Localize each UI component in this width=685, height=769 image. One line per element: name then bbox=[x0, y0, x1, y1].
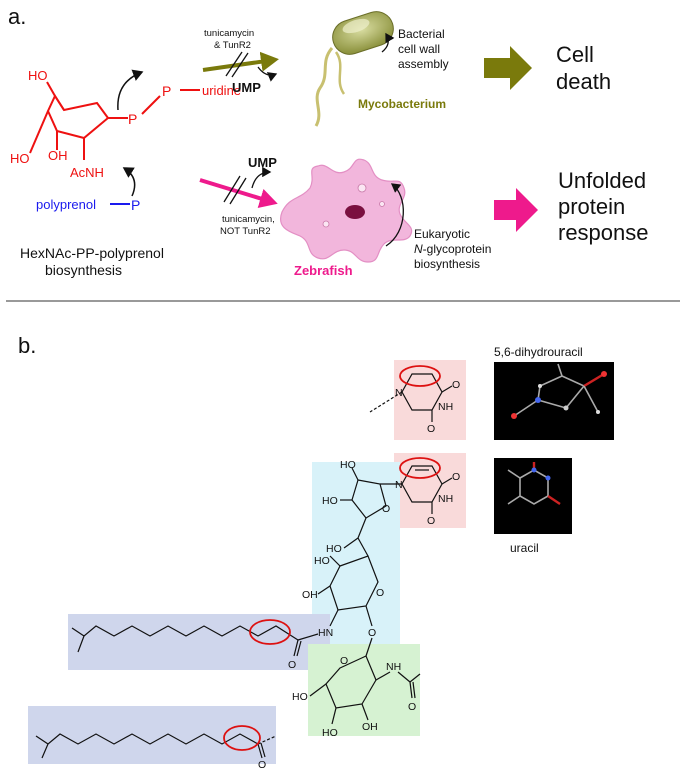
phosphate-2-label: P bbox=[162, 83, 171, 99]
dihydrouracil-model bbox=[494, 362, 614, 440]
atom-hn-1: HN bbox=[318, 627, 333, 639]
ho-top-label: HO bbox=[28, 68, 48, 83]
bottom-ump-label: UMP bbox=[248, 155, 277, 170]
bottom-outcome-line-1: Unfolded bbox=[558, 168, 646, 193]
phosphate-3-label: P bbox=[131, 197, 140, 213]
tunicamycin-structure bbox=[35, 373, 453, 759]
top-reagent-line-1: tunicamycin bbox=[204, 28, 254, 39]
mycobacterium-label: Mycobacterium bbox=[358, 97, 446, 111]
bottom-outcome-line-3: response bbox=[558, 220, 649, 245]
top-ump-label: UMP bbox=[232, 80, 261, 95]
top-process-line-3: assembly bbox=[398, 57, 449, 71]
atom-oh-1: OH bbox=[302, 589, 318, 601]
top-pathway: tunicamycin & TunR2 UMP Mycobacterium Ba… bbox=[202, 11, 611, 127]
atom-ho-1: HO bbox=[340, 459, 356, 471]
difference-ovals bbox=[223, 365, 441, 751]
bottom-pathway: UMP tunicamycin, NOT TunR2 Zebrafish Euk… bbox=[199, 155, 649, 278]
caption-line-2: biosynthesis bbox=[45, 262, 122, 278]
oh-label: OH bbox=[48, 148, 68, 163]
atom-ho-6: HO bbox=[322, 727, 338, 739]
atom-labels: O NH O N O NH O N HO HO O HO HO OH O HN … bbox=[258, 379, 460, 769]
ho-left-label: HO bbox=[10, 151, 30, 166]
acnh-label: AcNH bbox=[70, 165, 104, 180]
dihydrouracil-model-bonds bbox=[513, 363, 605, 417]
top-outcome-arrow bbox=[484, 46, 532, 90]
bottom-reagent-line-2: NOT TunR2 bbox=[220, 226, 271, 237]
uridine-label: uridine bbox=[202, 83, 241, 98]
bottom-reagent-line-1: tunicamycin, bbox=[222, 214, 275, 225]
polyprenol-label: polyprenol bbox=[36, 197, 96, 212]
atom-nh-1: NH bbox=[438, 401, 453, 413]
atom-o-3: O bbox=[452, 471, 460, 483]
lipid-chain-top-highlight bbox=[68, 614, 330, 670]
hexnac-sugar-structure: HO OH HO AcNH P P uridine polyprenol P bbox=[10, 68, 241, 213]
bottom-inhibited-arrow bbox=[199, 178, 278, 209]
atom-oh-2: OH bbox=[362, 721, 378, 733]
top-outcome-line-2: death bbox=[556, 69, 611, 94]
atom-ho-2: HO bbox=[322, 495, 338, 507]
bottom-process-line-1: Eukaryotic bbox=[414, 227, 470, 241]
n-italic: N bbox=[414, 242, 423, 256]
caption-line-1: HexNAc-PP-polyprenol bbox=[20, 245, 164, 261]
top-process-line-1: Bacterial bbox=[398, 27, 445, 41]
glycoprotein-text: -glycoprotein bbox=[423, 242, 492, 256]
atom-o-pyranose: O bbox=[376, 587, 384, 599]
zebrafish-cell-icon bbox=[280, 158, 413, 263]
lipid-chain-bottom-highlight bbox=[28, 706, 276, 764]
atom-o-acetyl: O bbox=[408, 701, 416, 713]
arrow-upper-curve bbox=[117, 69, 144, 111]
atom-ho-3: HO bbox=[326, 543, 342, 555]
atom-o-2: O bbox=[427, 423, 435, 435]
panel-a-label: a. bbox=[8, 4, 26, 29]
atom-o-ribose: O bbox=[382, 503, 390, 515]
cell-nucleus bbox=[345, 205, 365, 219]
top-process-line-2: cell wall bbox=[398, 42, 440, 56]
atom-o-4: O bbox=[427, 515, 435, 527]
atom-o-amide-1: O bbox=[288, 659, 296, 671]
sugar-ring bbox=[46, 93, 110, 140]
atom-n-1: N bbox=[395, 387, 403, 399]
atom-nh-3: NH bbox=[386, 661, 401, 673]
bottom-process-line-2: N-glycoprotein bbox=[414, 242, 491, 256]
atom-o-amide-2: O bbox=[258, 759, 266, 769]
atom-o-link: O bbox=[368, 627, 376, 639]
atom-n-2: N bbox=[395, 479, 403, 491]
bottom-process-line-3: biosynthesis bbox=[414, 257, 480, 271]
bottom-outcome-line-2: protein bbox=[558, 194, 625, 219]
bacterium-icon bbox=[314, 11, 395, 127]
top-reagent-line-2: & TunR2 bbox=[214, 40, 251, 51]
dihydrouracil-label: 5,6-dihydrouracil bbox=[494, 345, 583, 359]
arrow-lower-curve bbox=[122, 167, 136, 197]
atom-o-bottom-ring: O bbox=[340, 655, 348, 667]
zebrafish-label: Zebrafish bbox=[294, 263, 353, 278]
panel-a: a. HO OH HO AcNH P P uridine polyprenol bbox=[8, 4, 649, 278]
top-outcome-line-1: Cell bbox=[556, 42, 594, 67]
uracil-label: uracil bbox=[510, 541, 539, 555]
bottom-outcome-arrow bbox=[494, 188, 538, 232]
glcnac-highlight bbox=[308, 644, 420, 736]
atom-ho-4: HO bbox=[314, 555, 330, 567]
panel-b: b. 5,6-dihydrouracil bbox=[18, 333, 614, 769]
atom-o-1: O bbox=[452, 379, 460, 391]
top-inhibited-arrow bbox=[202, 51, 279, 72]
atom-nh-2: NH bbox=[438, 493, 453, 505]
atom-ho-5: HO bbox=[292, 691, 308, 703]
phosphate-1-label: P bbox=[128, 111, 137, 127]
panel-b-label: b. bbox=[18, 333, 36, 358]
